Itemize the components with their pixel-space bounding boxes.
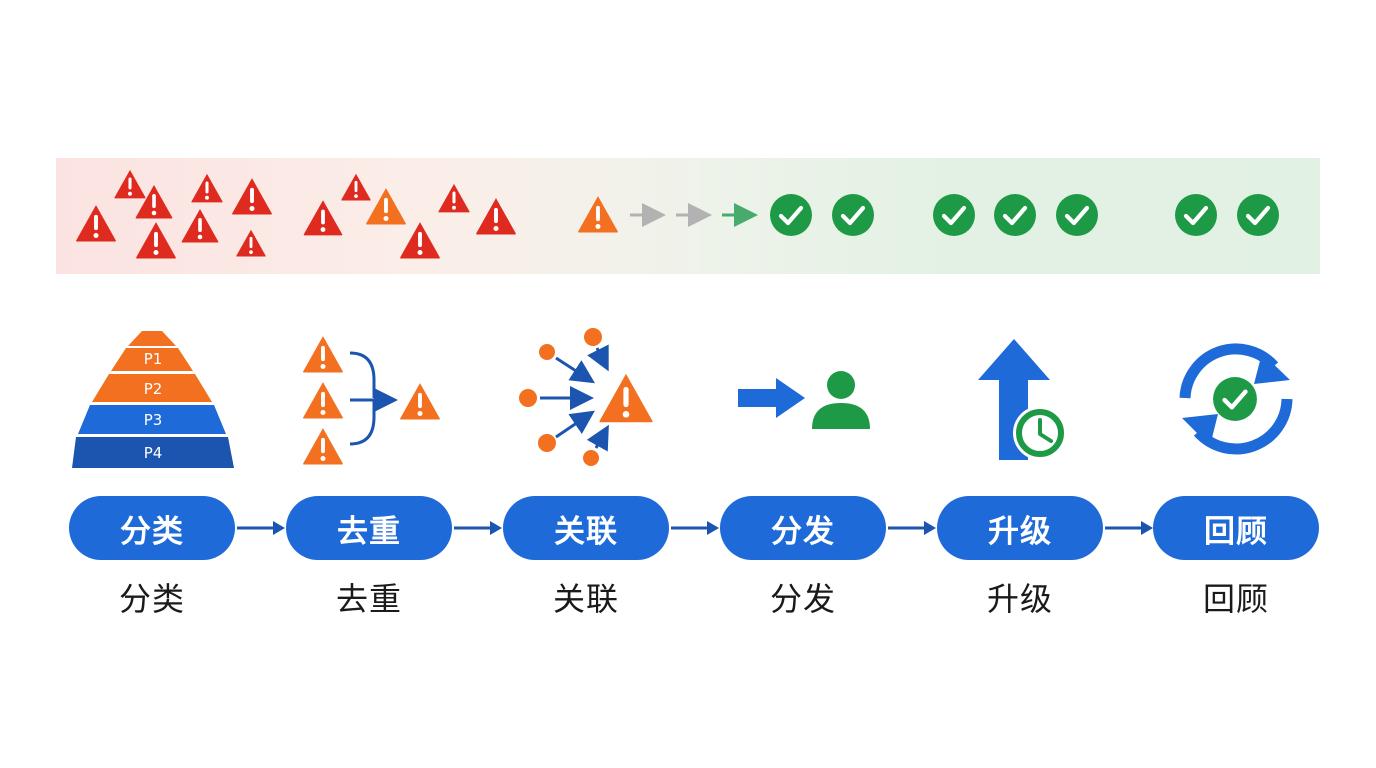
warning-triangle-icon [136, 222, 176, 259]
cycle-arrowhead [1254, 353, 1290, 384]
step-caption: 去重 [335, 580, 402, 618]
warning-triangle-icon [76, 205, 116, 242]
step-caption: 升级 [986, 580, 1053, 618]
alert-cluster-raw [76, 169, 272, 259]
correlation-arrow [586, 424, 609, 452]
step-escalate-button[interactable]: 升级 [937, 496, 1103, 560]
event-node [538, 434, 556, 452]
step-review-button[interactable]: 回顾 [1153, 496, 1319, 560]
step-caption: 分类 [118, 580, 185, 618]
event-node [583, 450, 599, 466]
check-circle-icon [1237, 194, 1279, 236]
correlation-icon [519, 328, 653, 466]
event-node [539, 344, 555, 360]
warning-triangle-icon [400, 383, 440, 420]
warning-triangle-icon [191, 173, 223, 203]
pyramid-label: P4 [144, 444, 163, 462]
step-caption: 关联 [552, 580, 619, 618]
warning-triangle-icon [236, 229, 266, 257]
pyramid-level-p4 [72, 437, 234, 468]
warning-triangle-icon [476, 198, 516, 235]
flow-arrow [1105, 521, 1153, 535]
warning-triangle-icon [114, 169, 146, 199]
step-correlate-button[interactable]: 关联 [503, 496, 669, 560]
warning-triangle-icon [341, 173, 371, 201]
escalation-icon [978, 339, 1067, 460]
warning-triangle-icon [366, 188, 406, 225]
check-circle-icon [933, 194, 975, 236]
priority-pyramid: P1 P2 P3 P4 [72, 331, 234, 468]
event-node [584, 328, 602, 346]
step-caption: 分发 [769, 580, 836, 618]
dispatch-arrow [738, 378, 805, 418]
step-caption: 回顾 [1202, 580, 1269, 618]
correlation-arrow [555, 356, 596, 384]
event-node [519, 389, 537, 407]
pyramid-level-p1 [111, 348, 193, 371]
alert-cluster-deduplicated [303, 173, 516, 259]
check-circle-icon [832, 194, 874, 236]
correlation-arrow [587, 344, 609, 372]
warning-triangle-icon [303, 200, 343, 236]
clock-icon [1013, 406, 1067, 460]
warning-triangle-icon [303, 428, 343, 465]
pyramid-label: P3 [144, 411, 163, 429]
warning-triangle-icon [303, 382, 343, 419]
pyramid-level-p3 [78, 405, 226, 434]
warning-triangle-icon [400, 222, 440, 259]
resolved-checks [770, 194, 1279, 236]
step-classify-button[interactable]: 分类 [69, 496, 235, 560]
flow-arrow [454, 521, 502, 535]
pyramid-level-p2 [92, 374, 212, 402]
pyramid-label: P1 [144, 350, 163, 368]
check-circle-icon [770, 194, 812, 236]
check-circle-icon [1056, 194, 1098, 236]
step-dispatch-button[interactable]: 分发 [720, 496, 886, 560]
check-circle-icon [994, 194, 1036, 236]
warning-triangle-icon [599, 373, 653, 423]
flow-arrow [237, 521, 285, 535]
person-icon [812, 371, 870, 429]
pyramid-level-p1 [128, 331, 176, 346]
warning-triangle-icon [303, 336, 343, 373]
warning-triangle-icon [438, 183, 470, 213]
check-circle-icon [1175, 194, 1217, 236]
correlation-arrow [555, 410, 595, 439]
pyramid-label: P2 [144, 380, 163, 398]
warning-triangle-icon [232, 178, 272, 215]
escalation-arrow [978, 339, 1050, 460]
dedup-merge-icon [303, 336, 440, 465]
refresh-cycle-icon [1179, 343, 1293, 455]
flow-arrow [888, 521, 936, 535]
warning-triangle-icon [181, 209, 219, 243]
check-circle-icon [1213, 377, 1257, 421]
flow-arrow [671, 521, 719, 535]
step-dedup-button[interactable]: 去重 [286, 496, 452, 560]
warning-triangle-icon [578, 196, 618, 233]
cycle-arrowhead [1182, 414, 1218, 446]
dispatch-icon [738, 371, 870, 429]
